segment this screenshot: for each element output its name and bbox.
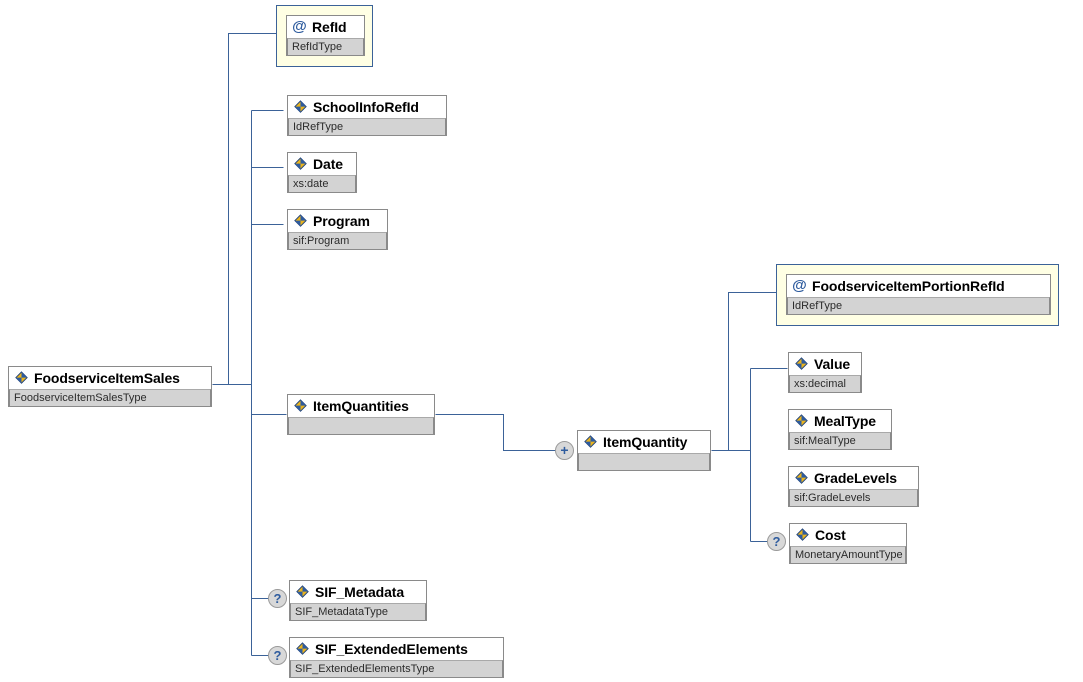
node-label: SIF_ExtendedElements	[315, 641, 468, 657]
attribute-frame-refid: @ RefId RefIdType	[276, 5, 373, 67]
node-type-row	[288, 417, 434, 435]
node-gradelevels[interactable]: GradeLevels sif:GradeLevels	[788, 466, 919, 507]
node-type: sif:Program	[293, 234, 350, 247]
node-label: RefId	[312, 19, 347, 35]
node-type-row: SIF_ExtendedElementsType	[290, 660, 503, 678]
node-type-row: MonetaryAmountType	[790, 546, 906, 564]
node-label: Date	[313, 156, 343, 172]
node-type-row: SIF_MetadataType	[290, 603, 426, 621]
node-type-row: sif:GradeLevels	[789, 489, 918, 507]
element-icon	[296, 641, 309, 655]
element-icon	[584, 434, 597, 448]
node-type-row: sif:Program	[288, 232, 387, 250]
node-label: Program	[313, 213, 370, 229]
node-mealtype[interactable]: MealType sif:MealType	[788, 409, 892, 450]
attribute-frame-foodserviceitemportionrefid: @ FoodserviceItemPortionRefId IdRefType	[776, 264, 1059, 326]
node-itemquantity[interactable]: ItemQuantity	[577, 430, 711, 471]
node-header: Date	[288, 153, 356, 175]
node-type-row: xs:date	[288, 175, 356, 193]
node-type: SIF_MetadataType	[295, 605, 388, 618]
node-type-row: RefIdType	[287, 38, 364, 56]
node-program[interactable]: Program sif:Program	[287, 209, 388, 250]
element-icon	[795, 413, 808, 427]
node-label: SchoolInfoRefId	[313, 99, 419, 115]
element-icon	[795, 470, 808, 484]
node-refid[interactable]: @ RefId RefIdType	[286, 15, 365, 56]
node-type: xs:decimal	[794, 377, 846, 390]
node-header: GradeLevels	[789, 467, 918, 489]
node-header: ItemQuantity	[578, 431, 710, 453]
node-header: @ RefId	[287, 16, 364, 38]
node-header: ItemQuantities	[288, 395, 434, 417]
element-icon	[296, 584, 309, 598]
element-icon	[795, 356, 808, 370]
node-label: ItemQuantities	[313, 398, 409, 414]
node-type: sif:GradeLevels	[794, 491, 871, 504]
occurrence-marker-optional-cost[interactable]: ?	[767, 532, 786, 551]
node-label: FoodserviceItemPortionRefId	[812, 278, 1005, 294]
occurrence-marker-optional-sif-extendedelements[interactable]: ?	[268, 646, 287, 665]
attribute-icon: @	[792, 277, 807, 294]
element-icon	[294, 99, 307, 113]
node-foodserviceitemportionrefid[interactable]: @ FoodserviceItemPortionRefId IdRefType	[786, 274, 1051, 315]
node-label: Value	[814, 356, 851, 372]
node-type: MonetaryAmountType	[795, 548, 903, 561]
node-label: ItemQuantity	[603, 434, 688, 450]
node-sif-metadata[interactable]: SIF_Metadata SIF_MetadataType	[289, 580, 427, 621]
node-sif-extendedelements[interactable]: SIF_ExtendedElements SIF_ExtendedElement…	[289, 637, 504, 678]
node-header: Program	[288, 210, 387, 232]
node-header: Value	[789, 353, 861, 375]
node-type: IdRefType	[293, 120, 344, 133]
element-icon	[294, 156, 307, 170]
node-schoolinforefid[interactable]: SchoolInfoRefId IdRefType	[287, 95, 447, 136]
node-type-row: sif:MealType	[789, 432, 891, 450]
attribute-icon: @	[292, 18, 307, 35]
node-header: FoodserviceItemSales	[9, 367, 211, 389]
node-type-row: IdRefType	[288, 118, 446, 136]
node-label: GradeLevels	[814, 470, 897, 486]
node-label: FoodserviceItemSales	[34, 370, 180, 386]
occurrence-marker-optional-sif-metadata[interactable]: ?	[268, 589, 287, 608]
node-type-row: IdRefType	[787, 297, 1050, 315]
node-type: IdRefType	[792, 299, 843, 312]
node-label: Cost	[815, 527, 846, 543]
occurrence-marker-plus-itemquantity[interactable]: +	[555, 441, 574, 460]
node-type: xs:date	[293, 177, 329, 190]
node-header: MealType	[789, 410, 891, 432]
node-type-row: xs:decimal	[789, 375, 861, 393]
element-icon	[796, 527, 809, 541]
element-icon	[15, 370, 28, 384]
node-cost[interactable]: Cost MonetaryAmountType	[789, 523, 907, 564]
node-foodserviceitemsales[interactable]: FoodserviceItemSales FoodserviceItemSale…	[8, 366, 212, 407]
node-header: @ FoodserviceItemPortionRefId	[787, 275, 1050, 297]
element-icon	[294, 398, 307, 412]
node-date[interactable]: Date xs:date	[287, 152, 357, 193]
node-type: SIF_ExtendedElementsType	[295, 662, 435, 675]
node-label: SIF_Metadata	[315, 584, 405, 600]
node-header: SIF_ExtendedElements	[290, 638, 503, 660]
node-type: sif:MealType	[794, 434, 856, 447]
node-header: Cost	[790, 524, 906, 546]
node-type-row	[578, 453, 710, 471]
node-type: RefIdType	[292, 40, 343, 53]
node-type-row: FoodserviceItemSalesType	[9, 389, 211, 407]
node-header: SchoolInfoRefId	[288, 96, 446, 118]
node-label: MealType	[814, 413, 876, 429]
node-type: FoodserviceItemSalesType	[14, 391, 147, 404]
element-icon	[294, 213, 307, 227]
node-header: SIF_Metadata	[290, 581, 426, 603]
node-value[interactable]: Value xs:decimal	[788, 352, 862, 393]
node-itemquantities[interactable]: ItemQuantities	[287, 394, 435, 435]
